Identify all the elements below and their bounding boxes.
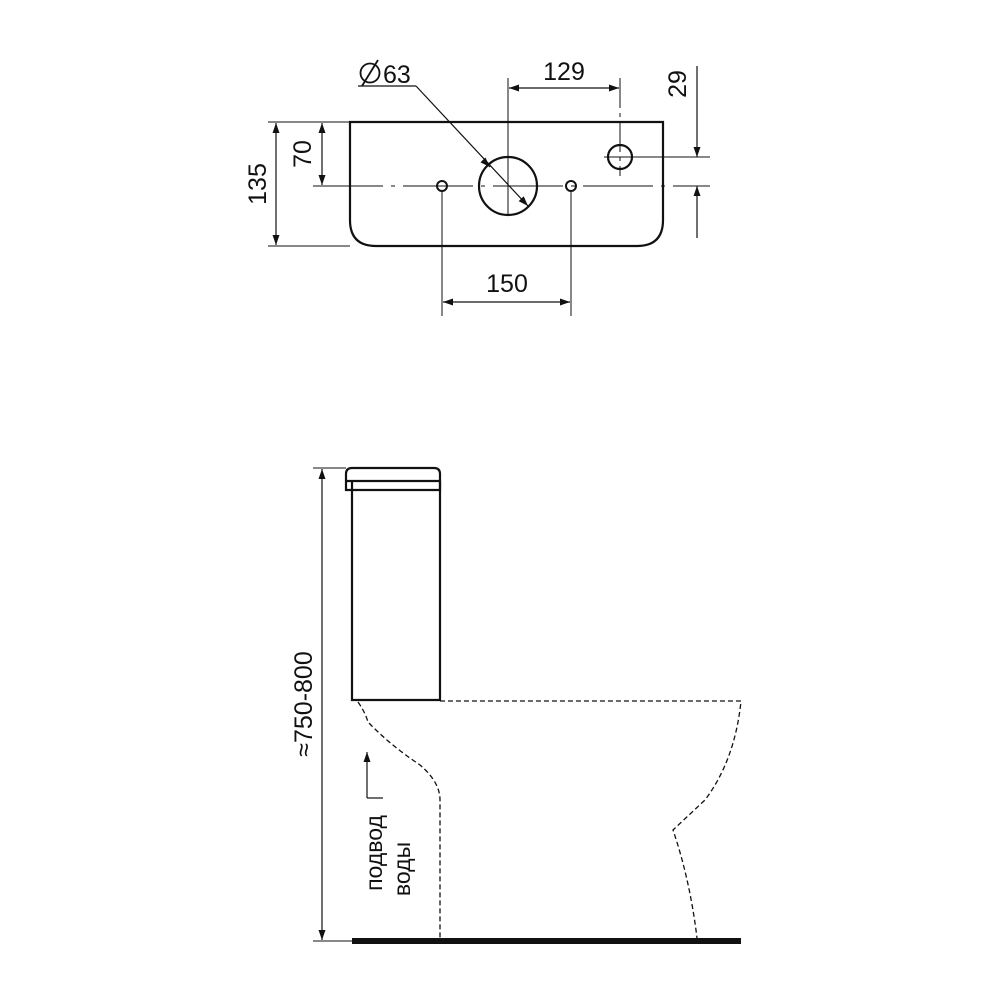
diameter-value-text: 63 (383, 61, 411, 89)
diameter-leader-diagonal (415, 85, 529, 207)
top-view: 129 29 135 70 150 63 (244, 58, 710, 316)
tank-top-outline (348, 120, 665, 248)
side-view: ≈750-800 подвод воды (290, 466, 742, 944)
dim-29-text: 29 (664, 70, 692, 98)
diameter-symbol-slash (361, 59, 379, 87)
dim-129-text: 129 (543, 58, 585, 86)
water-inlet-label-1: подвод (361, 815, 387, 891)
diameter-arrow-back (480, 157, 491, 168)
tank-lid (344, 466, 442, 492)
floor-line (352, 938, 741, 944)
mount-hole-right (565, 180, 577, 192)
water-inlet-label-2: воды (389, 842, 415, 896)
tank-side-outline (350, 481, 442, 702)
diameter-symbol-icon (359, 62, 381, 84)
bowl-back-dashed (440, 700, 742, 939)
height-dim-text: ≈750-800 (290, 651, 318, 756)
dim-150-text: 150 (486, 270, 528, 298)
diameter-label: 63 (359, 59, 411, 89)
dim-135-text: 135 (244, 163, 272, 205)
bowl-outline-dashed (357, 701, 441, 938)
dim-70-text: 70 (289, 140, 317, 168)
